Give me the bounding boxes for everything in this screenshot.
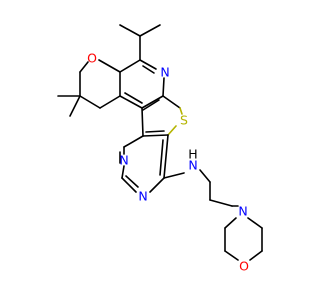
atom-s-thiophene: S [180,113,188,128]
atom-o-pyran: O [87,51,97,66]
thiophene-ring [141,95,183,137]
aminoethyl-morpholine [163,169,263,261]
atom-n-pyridine: N [160,65,169,80]
atom-n-pyrimidine-bottom: N [138,189,147,204]
pyridine-ring [119,59,165,111]
atom-n-amine: N [188,158,197,173]
chemical-structure: O N S N N N H N O [57,24,263,274]
atom-h-amine: H [188,147,197,162]
isopropyl-group [119,24,161,61]
pyrimidine-ring [119,134,169,193]
atom-n-pyrimidine-left: N [119,153,128,168]
atom-o-morpholine: O [239,259,249,274]
pyran-ring [57,59,141,117]
atom-n-morpholine: N [238,204,247,219]
